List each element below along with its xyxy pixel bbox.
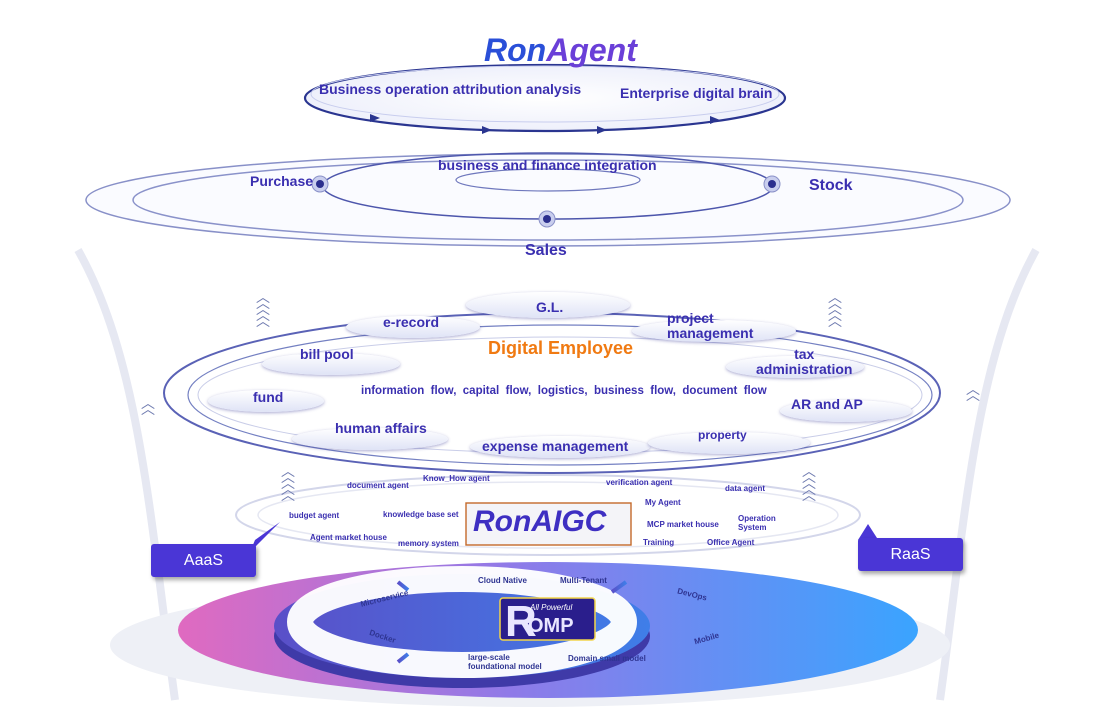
- tax-administration-label: tax administration: [756, 347, 852, 377]
- pill-gl: [466, 292, 630, 318]
- base-segment-ring: [287, 566, 637, 678]
- chevron-up-icon: ︿︿︿︿︿: [828, 289, 842, 329]
- cycle-nodes: [311, 175, 781, 228]
- flow-arrows: [370, 114, 720, 134]
- brand-ron: Ron: [484, 32, 547, 68]
- purchase-label: Purchase: [250, 173, 314, 189]
- gl-label: G.L.: [536, 299, 564, 315]
- raas-tag: RaaS: [858, 538, 963, 571]
- flow-line-label: information flow, capital flow, logistic…: [361, 385, 767, 397]
- operation-system-label: Operation System: [738, 514, 776, 532]
- bfi-label: business and finance integration: [438, 157, 657, 173]
- fund-label: fund: [253, 389, 284, 405]
- aaas-tag: AaaS: [151, 544, 256, 577]
- pill-ar-ap: [780, 400, 912, 422]
- budget-agent-label: budget agent: [289, 511, 340, 520]
- digital-employee-title: Digital Employee: [488, 338, 634, 358]
- pill-expense: [470, 436, 650, 458]
- chevron-up-icon: ︿︿︿︿︿: [256, 289, 270, 329]
- ronaigc-logo-box: [465, 502, 632, 546]
- domain-model-label: Domain small model: [568, 654, 646, 663]
- large-model-label: large-scale foundational model: [468, 653, 542, 671]
- verification-agent-label: verification agent: [606, 478, 673, 487]
- knowledge-base-label: knowledge base set: [383, 510, 459, 519]
- large-line1: large-scale: [468, 653, 510, 662]
- document-agent-label: document agent: [347, 481, 409, 490]
- business-operation-label: Business operation attribution analysis: [319, 81, 582, 97]
- brand-agent: Agent: [546, 32, 637, 68]
- os-line2: System: [738, 523, 767, 532]
- erecord-label: e-record: [383, 314, 440, 330]
- ronagent-logo: RonAgent: [484, 32, 637, 69]
- ronagent-ellipse: [303, 63, 787, 133]
- os-line1: Operation: [738, 514, 776, 523]
- mcp-market-label: MCP market house: [647, 520, 719, 529]
- project-management-label: project management: [667, 311, 753, 341]
- romp-logo-small: All Powerful: [530, 603, 573, 612]
- stock-label: Stock: [809, 177, 853, 194]
- training-label: Training: [643, 538, 675, 547]
- chevron-up-icon: ︿︿: [141, 395, 155, 417]
- pill-fund: [208, 390, 324, 412]
- data-agent-label: data agent: [725, 484, 766, 493]
- multi-tenant-label: Multi-Tenant: [560, 576, 607, 585]
- office-agent-label: Office Agent: [707, 538, 755, 547]
- tax-line1: tax: [794, 346, 815, 362]
- aigc-ring: [235, 474, 861, 556]
- pill-human-affairs: [292, 428, 448, 450]
- chevron-up-icon: ︿︿: [966, 381, 980, 403]
- pill-erecord: [346, 316, 480, 338]
- pill-tax: [726, 356, 864, 378]
- project-line1: project: [667, 310, 714, 326]
- ar-ap-label: AR and AP: [791, 396, 863, 412]
- property-label: property: [698, 428, 747, 442]
- bill-pool-label: bill pool: [300, 346, 354, 362]
- enterprise-brain-label: Enterprise digital brain: [620, 85, 773, 101]
- agent-market-label: Agent market house: [310, 533, 387, 542]
- pill-bill-pool: [262, 353, 400, 375]
- project-line2: management: [667, 325, 754, 341]
- memory-system-label: memory system: [398, 539, 459, 548]
- sales-label: Sales: [525, 242, 567, 259]
- chevron-up-icon: ︿︿︿︿︿: [281, 463, 295, 503]
- my-agent-label: My Agent: [645, 498, 681, 507]
- human-affairs-label: human affairs: [335, 420, 427, 436]
- cloud-native-label: Cloud Native: [478, 576, 527, 585]
- tax-line2: administration: [756, 361, 853, 377]
- chevron-up-icon: ︿︿︿︿︿: [802, 463, 816, 503]
- pill-property: [648, 432, 810, 454]
- romp-logo-letter: R: [505, 597, 537, 646]
- romp-logo-omp: OMP: [528, 615, 574, 637]
- ronaigc-logo: RonAIGC: [473, 505, 607, 538]
- large-line2: foundational model: [468, 662, 542, 671]
- knowhow-agent-label: Know_How agent: [423, 474, 490, 483]
- pill-project: [632, 320, 796, 342]
- expense-label: expense management: [482, 438, 629, 454]
- romp-logo-box: [499, 597, 596, 641]
